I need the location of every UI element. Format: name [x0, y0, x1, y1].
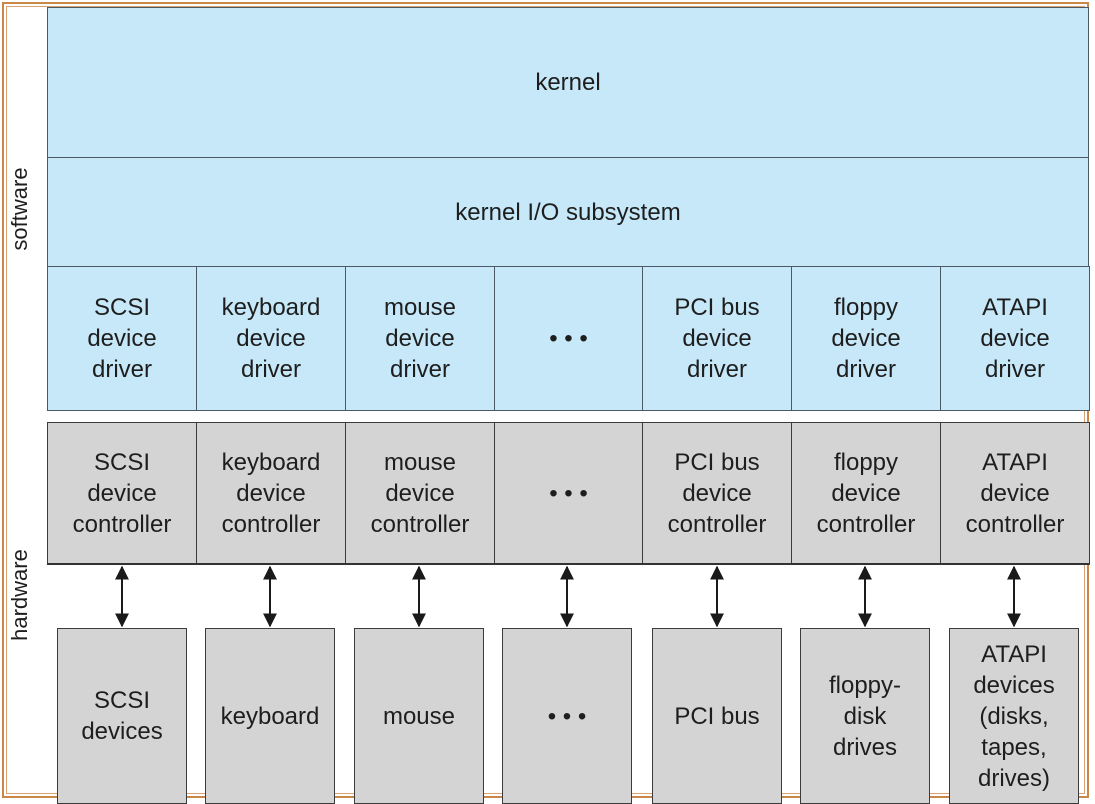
- controller-box-floppy-label: floppy device controller: [816, 449, 916, 538]
- device-box-ellipsis-label: • • •: [547, 702, 587, 730]
- device-box-mouse: mouse: [354, 628, 484, 804]
- driver-box-atapi: ATAPI device driver: [940, 266, 1090, 411]
- kernel-box: kernel: [47, 7, 1089, 158]
- driver-box-scsi: SCSI device driver: [47, 266, 197, 411]
- driver-box-ellipsis-label: • • •: [549, 325, 588, 352]
- driver-box-pci-bus-label: PCI bus device driver: [674, 294, 760, 383]
- driver-box-mouse: mouse device driver: [345, 266, 495, 411]
- device-box-atapi: ATAPI devices (disks, tapes, drives): [949, 628, 1079, 804]
- device-box-mouse-label: mouse: [382, 702, 456, 730]
- device-box-pci-bus-label: PCI bus: [674, 702, 760, 730]
- device-box-atapi-label: ATAPI devices (disks, tapes, drives): [973, 640, 1055, 792]
- device-box-scsi: SCSI devices: [57, 628, 187, 804]
- controller-box-mouse: mouse device controller: [345, 422, 495, 565]
- controller-box-scsi-label: SCSI device controller: [72, 449, 172, 538]
- driver-box-atapi-label: ATAPI device driver: [980, 294, 1050, 383]
- controller-box-keyboard-label: keyboard device controller: [221, 449, 321, 538]
- controller-box-pci-bus: PCI bus device controller: [642, 422, 792, 565]
- device-box-pci-bus: PCI bus: [652, 628, 782, 804]
- driver-box-ellipsis: • • •: [494, 266, 643, 411]
- device-box-floppy: floppy- disk drives: [800, 628, 930, 804]
- driver-box-pci-bus: PCI bus device driver: [642, 266, 792, 411]
- controller-box-mouse-label: mouse device controller: [370, 449, 470, 538]
- bus-line: [47, 563, 1089, 565]
- device-box-scsi-label: SCSI devices: [81, 687, 163, 745]
- driver-box-mouse-label: mouse device driver: [383, 294, 457, 383]
- device-box-ellipsis: • • •: [502, 628, 632, 804]
- kernel-label: kernel: [535, 69, 601, 96]
- controller-box-keyboard: keyboard device controller: [196, 422, 346, 565]
- driver-box-floppy: floppy device driver: [791, 266, 941, 411]
- device-box-keyboard-label: keyboard: [220, 702, 320, 730]
- kernel-io-subsystem-label: kernel I/O subsystem: [455, 198, 681, 226]
- device-box-keyboard: keyboard: [205, 628, 335, 804]
- driver-box-keyboard-label: keyboard device driver: [221, 294, 321, 383]
- device-box-floppy-label: floppy- disk drives: [828, 671, 902, 761]
- driver-box-scsi-label: SCSI device driver: [87, 294, 157, 383]
- controller-box-atapi-label: ATAPI device controller: [965, 449, 1065, 538]
- controller-box-pci-bus-label: PCI bus device controller: [667, 449, 767, 538]
- controller-box-atapi: ATAPI device controller: [940, 422, 1090, 565]
- driver-box-keyboard: keyboard device driver: [196, 266, 346, 411]
- driver-box-floppy-label: floppy device driver: [831, 294, 901, 383]
- controller-box-ellipsis-label: • • •: [549, 480, 588, 507]
